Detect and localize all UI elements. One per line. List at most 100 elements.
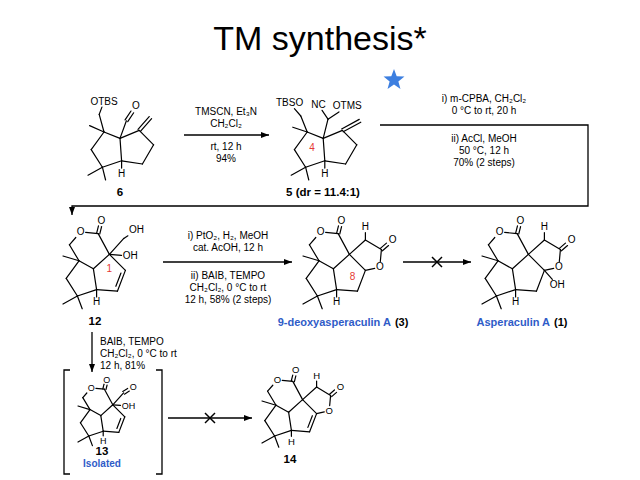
bond-line [121,161,122,168]
bond-line [291,375,292,381]
bond-line [289,400,303,413]
bond-line [528,254,544,270]
bond-line [337,290,358,292]
compound-node: OOHOOH14 [255,366,347,468]
bond-line [78,436,89,442]
cross-symbol [205,413,215,423]
bond-line [303,256,319,261]
bond-line [306,278,317,296]
compound-name: 9-deoxyasperaculin A [278,317,391,328]
bond-line [262,436,275,443]
bond-line [103,384,104,389]
atom-label: H [362,222,369,232]
bond-line [91,150,102,168]
atom-label: OH [123,251,138,261]
reagent-text: 12 h, 58% (2 steps) [185,295,272,305]
bond-line [66,278,77,296]
bond-line [78,406,90,410]
bond-line [342,119,360,129]
atom-label: O [274,375,281,385]
bond-line [265,405,276,420]
bond-line [340,227,342,234]
atom-label: O [77,227,85,237]
bond-line [102,167,105,180]
bond-line [308,416,312,428]
bond-line [488,238,494,245]
reagent-text: i) m-CPBA, CH₂Cl₂ [442,94,526,104]
bond-line [512,254,528,268]
bond-line [79,261,93,269]
compound-number: 6 [117,187,123,199]
bond-line [310,414,317,432]
atom-label: O [325,406,332,416]
bond-line [138,117,149,130]
bond-line [349,240,365,254]
compound-number: 14 [284,454,297,466]
atom-label: OH [550,280,565,290]
bond-line [329,395,331,405]
bond-line [66,261,79,279]
bond-line [104,389,112,405]
bond-line [103,431,104,436]
atom-label: O [337,382,344,392]
bond-line [528,240,544,254]
bond-line [275,436,279,447]
reagent-text: CH₂Cl₂, 0 °C to rt [190,283,267,293]
reagent-text: i) PtO₂, H₂, MeOH [188,231,269,241]
atom-label: H [541,222,548,232]
reaction-arrow [184,134,269,135]
bond-line [365,233,366,240]
bond-line [306,261,319,279]
bond-line [124,236,128,239]
bond-line [323,130,342,138]
bond-line [357,270,365,291]
bond-line [291,430,292,436]
compound-node: OOHOOOHHAsperaculin A(1) [474,216,578,330]
bond-line [365,240,381,250]
compound-number: 12 [89,316,102,328]
atom-label: OH [129,225,144,235]
bond-line [346,145,357,164]
compound-node: OTBSOH6 [80,92,180,198]
bond-line [332,392,337,396]
bond-line [303,400,317,414]
reagent-text: 12 h, 81% [100,361,145,371]
cross-symbol [205,413,215,423]
reagent-text: ii) BAIB, TEMPO [191,271,265,281]
bond-line [349,254,365,270]
bond-line [512,269,515,290]
bond-line [262,401,276,405]
atom-label: O [389,235,397,245]
compound-node: OOHOO8H9-deoxyasperaculin A(3) [295,216,399,330]
bond-line [109,254,121,256]
bond-line [365,268,374,270]
compound-node: OO1OHOHH12 [55,216,159,330]
atom-label: H [333,297,340,307]
bond-line [276,405,289,412]
bond-line [324,161,325,168]
locant-number: 8 [350,272,356,282]
bond-line [101,416,103,432]
atom-label: O [555,262,563,272]
compound-number: 5 (dr = 11.4:1) [286,187,360,199]
atom-label: O [103,375,110,384]
bond-line [117,418,121,428]
bond-line [380,250,381,262]
bond-line [291,167,305,175]
bond-line [124,391,129,394]
bond-line [338,234,349,255]
star-symbol [384,69,405,89]
bond-line [517,234,528,255]
bond-line [104,132,120,138]
atom-label: H [512,297,519,307]
bond-line [122,161,143,164]
bond-line [559,243,565,248]
reagent-text: BAIB, TEMPO [100,337,164,347]
bond-line [93,269,96,290]
atom-label: O [292,365,299,375]
bond-line [515,290,516,297]
bond-line [337,226,339,233]
atom-label: O [317,227,325,237]
bond-line [77,290,96,296]
